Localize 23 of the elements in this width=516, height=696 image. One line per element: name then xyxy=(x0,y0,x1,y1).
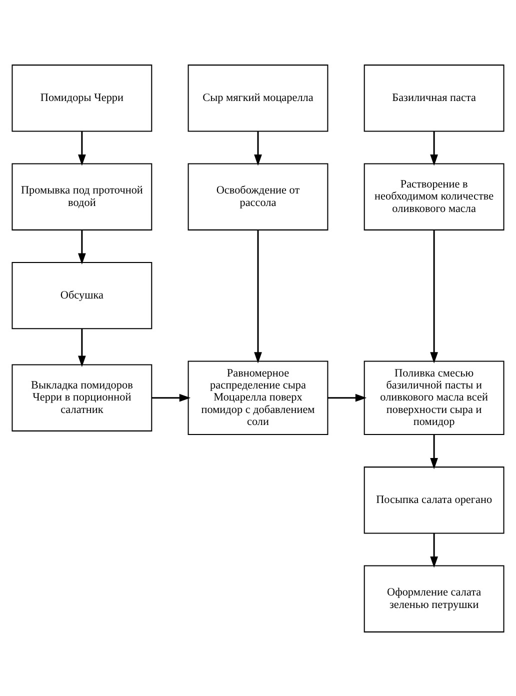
node-box: Растворение в необходимом количестве оливкового масла xyxy=(364,162,504,230)
arrow xyxy=(78,230,86,264)
arrow xyxy=(430,532,438,568)
arrow xyxy=(328,393,367,402)
node-box: Оформление салата зеленью петрушки xyxy=(364,564,504,632)
node-box: Помидоры Черри xyxy=(12,64,152,132)
node-box: Базиличная паста xyxy=(364,64,504,132)
arrow xyxy=(430,130,438,166)
arrow xyxy=(430,434,438,469)
arrow xyxy=(430,230,438,363)
node-box: Сыр мягкий моцарелла xyxy=(188,64,328,132)
node-box: Выкладка помидоров Черри в порционной салатник xyxy=(12,364,152,431)
arrow xyxy=(78,130,86,166)
arrow xyxy=(152,393,191,402)
node-box: Посыпка салата орегано xyxy=(364,466,504,534)
node-box: Освобождение от рассола xyxy=(188,162,328,230)
arrow xyxy=(78,328,86,366)
node-box: Равномерное распределение сыра Моцарелла поверх помидор с добавлением соли xyxy=(188,360,328,434)
arrow xyxy=(254,130,262,166)
arrow xyxy=(254,230,262,363)
node-box: Обсушка xyxy=(12,262,152,329)
node-box: Промывка под проточной водой xyxy=(12,162,152,230)
node-box: Поливка смесью базиличной пасты и оливкового масла всей поверхности сыра и помидор xyxy=(364,360,504,434)
